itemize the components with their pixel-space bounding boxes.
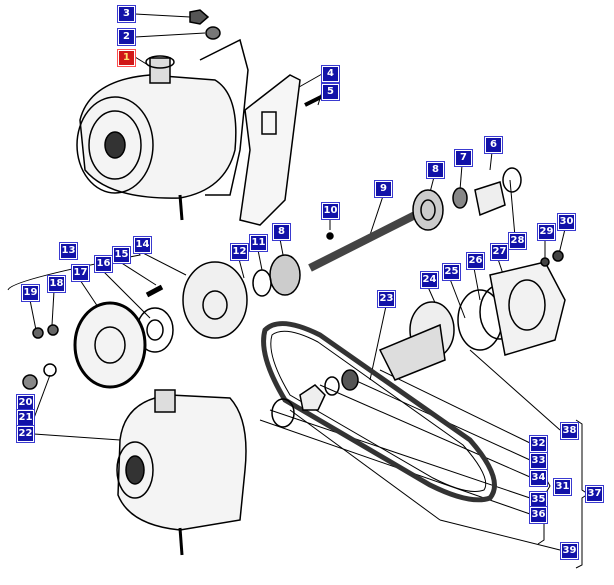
part-label-21[interactable]: 21 bbox=[16, 409, 35, 427]
alternator-top bbox=[76, 9, 249, 221]
part-label-29[interactable]: 29 bbox=[537, 223, 556, 241]
part-label-31[interactable]: 31 bbox=[553, 478, 572, 496]
part-label-8-second[interactable]: 8 bbox=[272, 223, 291, 241]
part-label-13[interactable]: 13 bbox=[59, 242, 78, 260]
part-label-34[interactable]: 34 bbox=[529, 469, 548, 487]
part-label-37[interactable]: 37 bbox=[585, 485, 604, 503]
part-label-12[interactable]: 12 bbox=[230, 243, 249, 261]
bracket bbox=[239, 74, 301, 226]
part-label-23[interactable]: 23 bbox=[377, 290, 396, 308]
part-label-15[interactable]: 15 bbox=[112, 246, 131, 264]
part-label-25[interactable]: 25 bbox=[442, 263, 461, 281]
part-label-1[interactable]: 1 bbox=[117, 49, 136, 67]
part-label-11[interactable]: 11 bbox=[249, 234, 268, 252]
part-label-27[interactable]: 27 bbox=[490, 243, 509, 261]
part-label-30[interactable]: 30 bbox=[557, 213, 576, 231]
part-label-14[interactable]: 14 bbox=[133, 236, 152, 254]
part-label-26[interactable]: 26 bbox=[466, 252, 485, 270]
part-label-36[interactable]: 36 bbox=[529, 506, 548, 524]
part-label-32[interactable]: 32 bbox=[529, 435, 548, 453]
part-label-24[interactable]: 24 bbox=[420, 271, 439, 289]
part-label-2[interactable]: 2 bbox=[117, 28, 136, 46]
part-label-19[interactable]: 19 bbox=[21, 284, 40, 302]
part-label-18[interactable]: 18 bbox=[47, 275, 66, 293]
part-label-6[interactable]: 6 bbox=[484, 136, 503, 154]
part-label-3[interactable]: 3 bbox=[117, 5, 136, 23]
part-label-4[interactable]: 4 bbox=[321, 65, 340, 83]
part-label-17[interactable]: 17 bbox=[71, 264, 90, 282]
part-label-7[interactable]: 7 bbox=[454, 149, 473, 167]
part-label-20[interactable]: 20 bbox=[16, 394, 35, 412]
shaft-assembly bbox=[252, 167, 522, 297]
part-label-16[interactable]: 16 bbox=[94, 255, 113, 273]
part-label-39[interactable]: 39 bbox=[560, 542, 579, 560]
part-label-8[interactable]: 8 bbox=[426, 161, 445, 179]
part-label-38[interactable]: 38 bbox=[560, 422, 579, 440]
part-label-35[interactable]: 35 bbox=[529, 491, 548, 509]
part-label-28[interactable]: 28 bbox=[508, 232, 527, 250]
part-label-10[interactable]: 10 bbox=[321, 202, 340, 220]
part-label-22[interactable]: 22 bbox=[16, 425, 35, 443]
alternator-bottom bbox=[116, 389, 247, 556]
part-label-33[interactable]: 33 bbox=[529, 452, 548, 470]
part-label-5[interactable]: 5 bbox=[321, 83, 340, 101]
part-label-9[interactable]: 9 bbox=[374, 180, 393, 198]
